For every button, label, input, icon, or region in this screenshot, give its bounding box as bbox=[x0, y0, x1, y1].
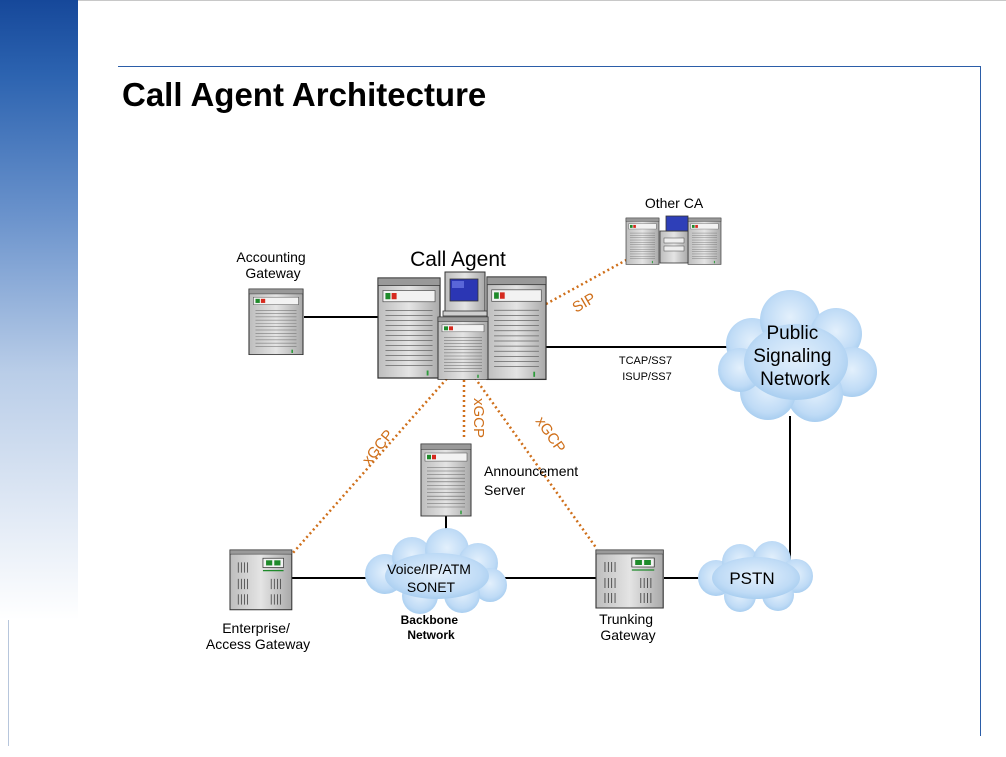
right-rule-line bbox=[980, 66, 981, 736]
call-agent-servers-icon bbox=[377, 271, 547, 381]
xgcp-right-link-line bbox=[473, 377, 599, 550]
sip-link-line bbox=[545, 256, 631, 306]
other-ca-label: Other CA bbox=[645, 195, 704, 211]
backbone-network-caption: Backbone Network bbox=[401, 613, 462, 642]
enterprise-gateway-icon bbox=[229, 549, 293, 611]
other-ca-servers-icon bbox=[625, 215, 722, 265]
accounting-gateway-server-icon bbox=[248, 288, 304, 356]
xgcp-middle-link-label: xGCP bbox=[470, 398, 487, 438]
call-agent-label: Call Agent bbox=[410, 248, 506, 271]
slide-title: Call Agent Architecture bbox=[122, 76, 487, 113]
backbone-cloud-icon bbox=[365, 528, 507, 614]
pstn-label: PSTN bbox=[729, 569, 774, 588]
public-signaling-label: Public Signaling Network bbox=[753, 323, 836, 390]
left-rule-line bbox=[8, 620, 9, 746]
public-signaling-cloud-icon bbox=[718, 290, 877, 422]
xgcp-left-link-label: xGCP bbox=[359, 427, 397, 469]
announcement-server-icon bbox=[420, 443, 472, 517]
announcement-server-label: Announcement Server bbox=[484, 463, 582, 498]
sip-link-label: SIP bbox=[570, 290, 599, 317]
enterprise-gateway-label: Enterprise/ Access Gateway bbox=[206, 620, 310, 652]
slide-top-border bbox=[0, 0, 1006, 1]
signaling-link-label: TCAP/SS7 ISUP/SS7 bbox=[619, 355, 675, 383]
pstn-cloud-icon bbox=[698, 541, 813, 612]
trunking-gateway-icon bbox=[595, 549, 664, 609]
title-rule-line bbox=[118, 66, 980, 67]
backbone-cloud-label: Voice/IP/ATM SONET bbox=[387, 561, 475, 595]
xgcp-right-link-label: xGCP bbox=[532, 414, 569, 457]
trunking-gateway-label: Trunking Gateway bbox=[599, 611, 657, 643]
accounting-gateway-label: Accounting Gateway bbox=[236, 249, 309, 281]
slide-accent-gradient bbox=[0, 0, 78, 620]
